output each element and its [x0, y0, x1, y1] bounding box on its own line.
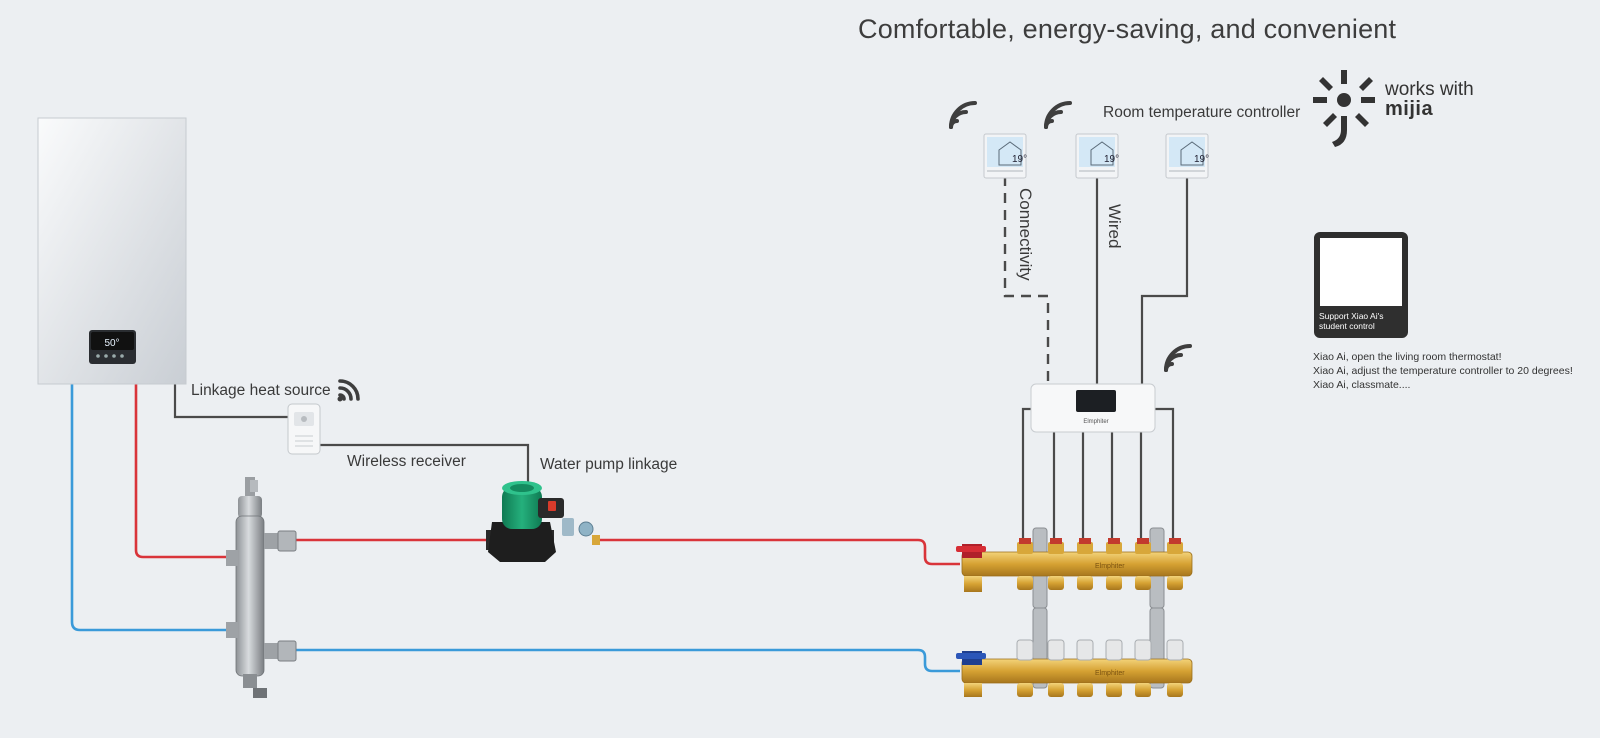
connectivity-label: Connectivity — [1016, 188, 1035, 281]
pump-to-manifold-hot-pipe — [596, 538, 960, 566]
boiler-to-receiver-wire — [173, 382, 288, 419]
thermostat-1-temp: 19° — [1012, 154, 1027, 165]
thermostat-3 — [1165, 133, 1209, 179]
mijia-brand-text: mijia — [1385, 98, 1434, 120]
mijia-works-with-text: works with — [1385, 79, 1474, 100]
voice-command-3: Xiao Ai, classmate.... — [1313, 379, 1411, 391]
thermostat-3-temp: 19° — [1194, 154, 1209, 165]
mijia-logo-icon — [1313, 70, 1375, 147]
control-wires — [173, 176, 1189, 542]
wireless-receiver-device — [287, 403, 321, 455]
wall-boiler: 50° — [37, 117, 187, 385]
thermostat3-wire — [1140, 176, 1189, 384]
boiler-display-readout: 50° — [104, 338, 119, 349]
manifold-return-brand: Elmphiter — [1095, 670, 1125, 677]
manifold-supply-brand: Elmphiter — [1095, 563, 1125, 570]
wifi-icon-thermostat-1 — [949, 101, 977, 129]
wireless-receiver-label: Wireless receiver — [347, 453, 466, 470]
hydraulic-separator — [226, 477, 297, 698]
wired-label: Wired — [1105, 204, 1124, 249]
manifold-return — [956, 607, 1193, 697]
control-hub — [1030, 383, 1156, 433]
room-temperature-controller-label: Room temperature controller — [1103, 104, 1301, 121]
xiao-ai-badge-footer — [1320, 306, 1402, 332]
thermostat-2 — [1075, 133, 1119, 179]
voice-command-2: Xiao Ai, adjust the temperature controll… — [1313, 365, 1573, 377]
wifi-icon-receiver — [337, 379, 360, 402]
thermostat1-wireless-dashed-link — [1003, 176, 1050, 384]
hub-actuator-wire-6 — [1155, 407, 1175, 542]
page-title: Comfortable, energy-saving, and convenie… — [858, 14, 1397, 44]
boiler-cold-return-pipe — [70, 384, 226, 632]
hub-actuator-wire-1 — [1021, 407, 1031, 542]
water-pump-linkage-label: Water pump linkage — [540, 456, 678, 473]
circulation-pump — [486, 481, 600, 562]
xiao-ai-badge-text: Support Xiao Ai's student control — [1319, 311, 1384, 331]
thermostat-2-temp: 19° — [1104, 154, 1119, 165]
wifi-icon-thermostat-2 — [1044, 101, 1072, 129]
linkage-heat-source-label: Linkage heat source — [191, 382, 331, 399]
voice-command-1: Xiao Ai, open the living room thermostat… — [1313, 351, 1502, 363]
xiao-ai-badge — [1314, 232, 1408, 338]
wifi-icon-hub — [1164, 344, 1192, 372]
hub-brand-text: Elmphiter — [1083, 419, 1108, 425]
thermostat-1 — [983, 133, 1027, 179]
manifold-supply — [956, 527, 1193, 609]
cold-water-pipes — [70, 384, 960, 673]
hot-water-pipes — [134, 384, 960, 566]
manifold-cold-return-pipe — [296, 648, 960, 673]
receiver-to-pump-wire — [305, 443, 530, 490]
boiler-hot-out-pipe — [134, 384, 226, 559]
